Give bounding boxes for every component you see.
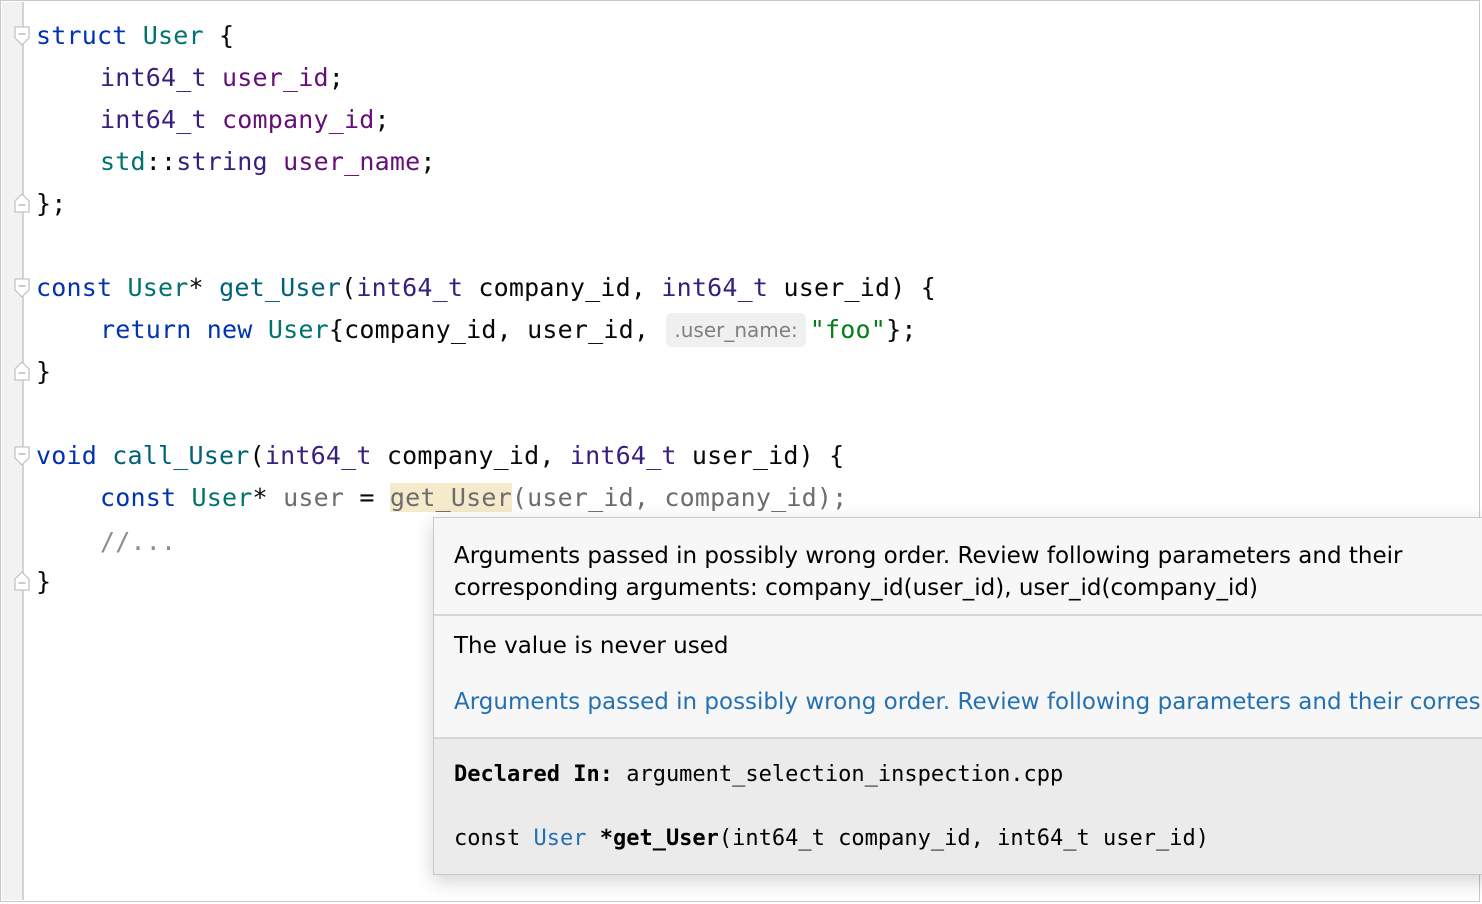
fold-collapse-icon[interactable] — [14, 278, 30, 298]
function-signature: const User *get_User(int64_t company_id,… — [454, 826, 1209, 851]
inspection-tooltip: Arguments passed in possibly wrong order… — [433, 517, 1482, 875]
declared-in: Declared In: argument_selection_inspecti… — [454, 762, 1064, 787]
fold-end-icon[interactable] — [14, 361, 30, 381]
code-line: const User* get_User(int64_t company_id,… — [36, 273, 936, 302]
code-line: } — [36, 357, 52, 386]
tooltip-message: corresponding arguments: company_id(user… — [454, 575, 1258, 601]
fold-collapse-icon[interactable] — [14, 26, 30, 46]
code-line: int64_t company_id; — [100, 105, 390, 134]
highlighted-call[interactable]: get_User — [389, 483, 512, 512]
code-line: }; — [36, 189, 67, 218]
code-line: const User* user = get_User(user_id, com… — [100, 483, 848, 512]
inspection-link[interactable]: Arguments passed in possibly wrong order… — [454, 689, 1482, 715]
tooltip-message: Arguments passed in possibly wrong order… — [454, 543, 1403, 569]
code-line: std::string user_name; — [100, 147, 436, 176]
fold-end-icon[interactable] — [14, 193, 30, 213]
fold-collapse-icon[interactable] — [14, 446, 30, 466]
code-line: int64_t user_id; — [100, 63, 345, 92]
tooltip-divider — [434, 614, 1482, 616]
code-line: } — [36, 567, 52, 596]
code-line: return new User{company_id, user_id, .us… — [100, 309, 917, 351]
documentation-section: Declared In: argument_selection_inspecti… — [434, 737, 1482, 874]
code-line: struct User { — [36, 21, 235, 50]
code-line: void call_User(int64_t company_id, int64… — [36, 441, 845, 470]
tooltip-message-2: The value is never used — [454, 633, 729, 659]
parameter-name-hint: .user_name: — [666, 313, 806, 347]
code-line: //... — [100, 527, 177, 556]
fold-end-icon[interactable] — [14, 571, 30, 591]
